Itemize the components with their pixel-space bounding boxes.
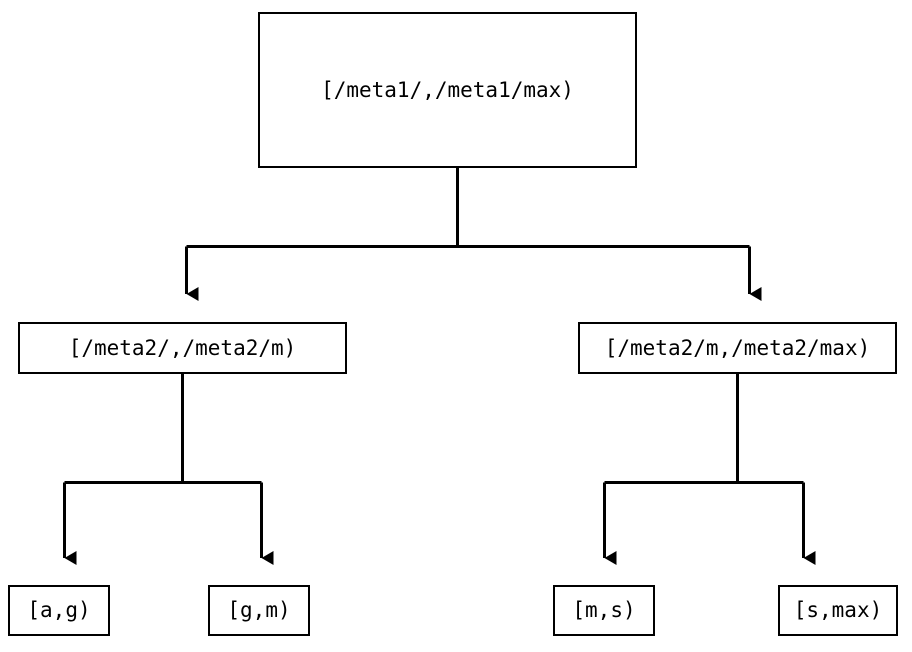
tree-node-leaf-2-label: [g,m) <box>227 598 291 622</box>
edge-mid-right-to-leaves-group <box>603 374 816 565</box>
tree-node-mid-right-label: [/meta2/m,/meta2/max) <box>604 335 871 360</box>
tree-node-leaf-4-label: [s,max) <box>793 598 883 622</box>
edge-mid-left-to-leaves-group <box>63 374 274 565</box>
tree-node-mid-right[interactable]: [/meta2/m,/meta2/max) <box>578 322 897 374</box>
tree-node-leaf-3-label: [m,s) <box>572 598 636 622</box>
tree-node-mid-left[interactable]: [/meta2/,/meta2/m) <box>18 322 347 374</box>
tree-node-root[interactable]: [/meta1/,/meta1/max) <box>258 12 637 168</box>
edge-root-to-mid-group <box>185 168 762 301</box>
tree-node-root-label: [/meta1/,/meta1/max) <box>321 77 574 102</box>
tree-node-leaf-3[interactable]: [m,s) <box>553 585 655 636</box>
tree-node-leaf-2[interactable]: [g,m) <box>208 585 310 636</box>
tree-node-leaf-1[interactable]: [a,g) <box>8 585 110 636</box>
tree-node-mid-left-label: [/meta2/,/meta2/m) <box>68 335 297 360</box>
tree-node-leaf-4[interactable]: [s,max) <box>778 585 898 636</box>
tree-node-leaf-1-label: [a,g) <box>27 598 91 622</box>
